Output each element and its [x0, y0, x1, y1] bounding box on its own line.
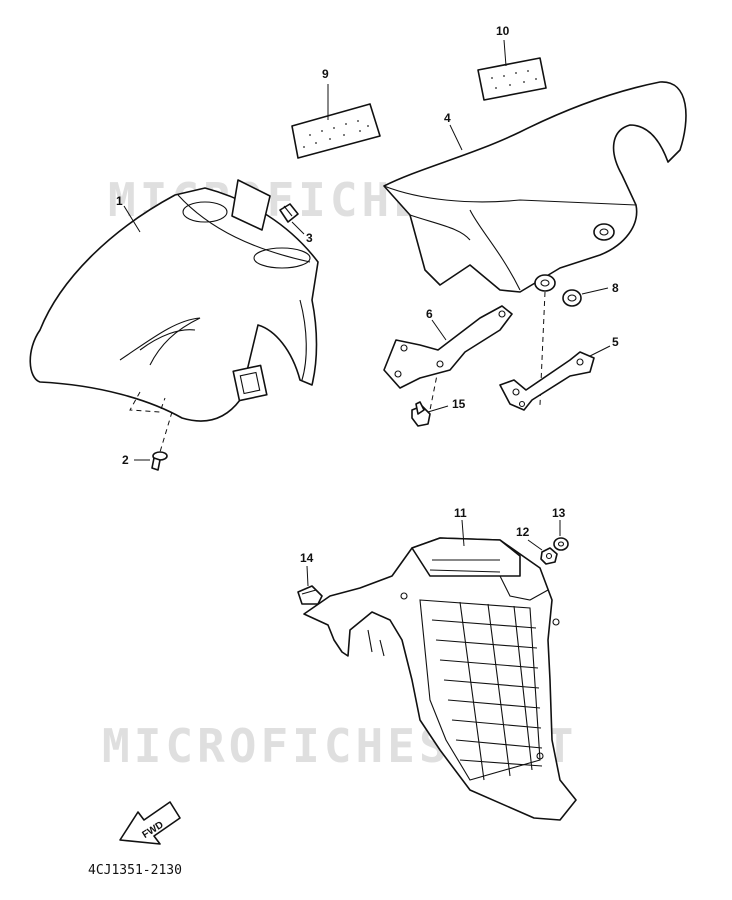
callout-2: 2	[122, 453, 129, 467]
part-1-front-fender[interactable]	[29, 179, 319, 422]
part-12-nut[interactable]	[540, 547, 558, 565]
callout-15: 15	[452, 397, 466, 411]
part-6-bracket[interactable]	[383, 305, 513, 389]
part-3-clip[interactable]	[279, 203, 299, 223]
callout-4: 4	[444, 111, 451, 125]
forward-arrow-icon: FWD	[119, 801, 181, 845]
part-5-bracket[interactable]	[499, 351, 595, 411]
part-2-screw[interactable]	[151, 451, 168, 471]
callout-3: 3	[306, 231, 313, 245]
part-9-label-plate[interactable]	[291, 103, 381, 159]
part-4-rear-cowl[interactable]	[383, 81, 687, 293]
part-8-grommet[interactable]	[562, 289, 582, 307]
part-11-rear-fender[interactable]	[303, 537, 577, 821]
callout-12: 12	[516, 525, 530, 539]
callout-10: 10	[496, 24, 510, 38]
callout-6: 6	[426, 307, 433, 321]
callout-1: 1	[116, 194, 123, 208]
callout-5: 5	[612, 335, 619, 349]
callout-13: 13	[552, 506, 566, 520]
callout-11: 11	[454, 506, 467, 520]
diagram-code: 4CJ1351-2130	[88, 863, 182, 878]
callout-9: 9	[322, 67, 329, 81]
callout-8: 8	[612, 281, 619, 295]
callout-14: 14	[300, 551, 314, 565]
part-14-clip-nut[interactable]	[297, 585, 323, 605]
part-13-washer[interactable]	[553, 537, 569, 551]
part-15-bolt[interactable]	[411, 401, 431, 427]
part-10-label-plate[interactable]	[477, 57, 547, 101]
